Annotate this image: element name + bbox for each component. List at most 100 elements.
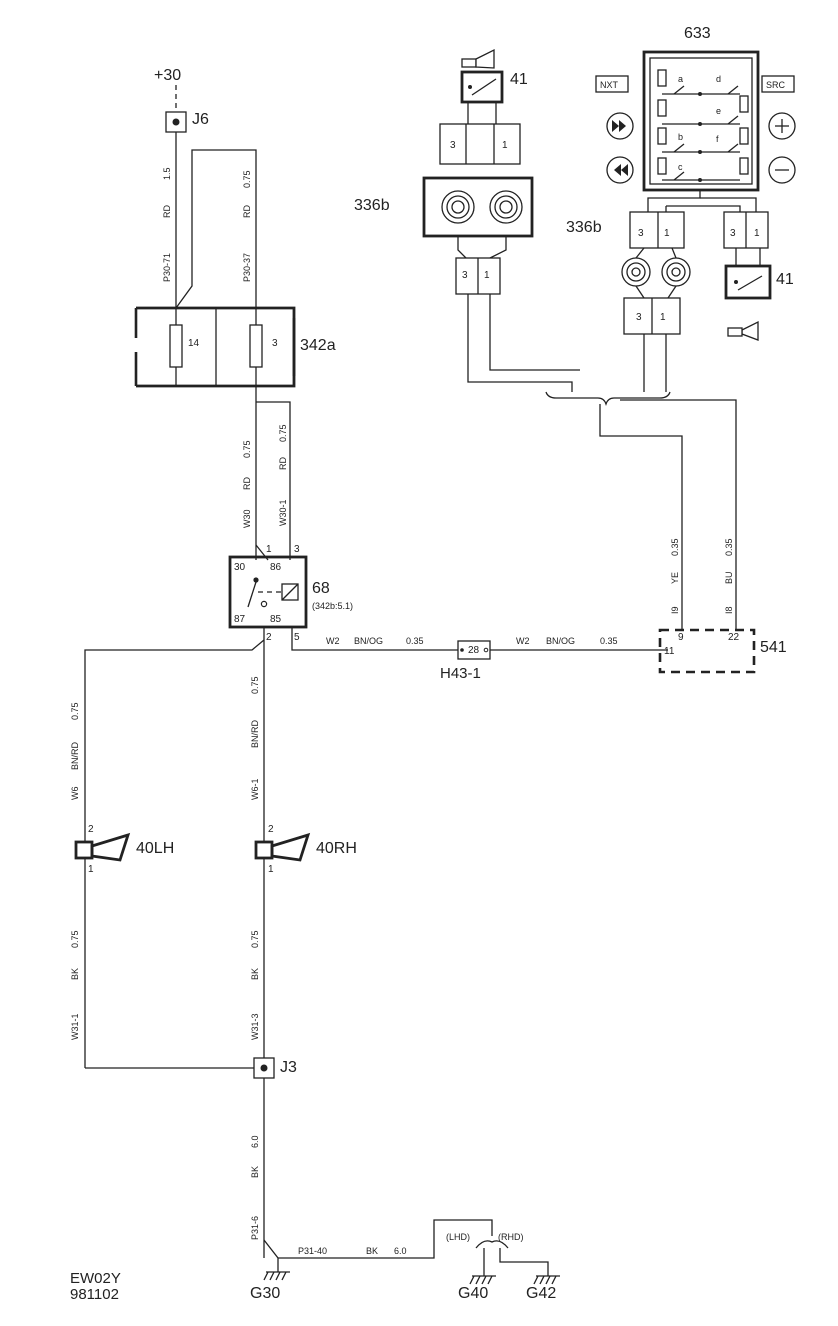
wire-w31-3-size: 0.75 xyxy=(250,930,260,948)
conn-b-top-pin1: 1 xyxy=(664,228,670,239)
conn-b-bot-pin3: 3 xyxy=(636,312,642,323)
conn-a-bot-pin1: 1 xyxy=(484,270,490,281)
horn-switch-b xyxy=(724,264,772,300)
wire-p31-40-id: P31-40 xyxy=(298,1246,327,1256)
horn-left-label: 40LH xyxy=(136,840,174,857)
connector-h43-label: H43-1 xyxy=(440,665,481,682)
horn-switch-connector-b xyxy=(723,211,769,249)
wire-w31-1-size: 0.75 xyxy=(70,930,80,948)
wire-p31-6-labels: 6.0 BK P31-6 xyxy=(250,1135,260,1240)
junction-j3-label: J3 xyxy=(280,1059,297,1076)
relay-pin-1: 1 xyxy=(266,544,272,555)
wire-p30-37-labels: 0.75 RD P30-37 xyxy=(242,170,252,282)
src-box xyxy=(761,75,795,93)
clock-spring-a-label: 336b xyxy=(354,197,390,214)
wire-bu-id: I8 xyxy=(724,606,734,614)
switch-f-letter: f xyxy=(716,134,719,144)
conn-a-bot-pin3: 3 xyxy=(462,270,468,281)
clock-spring-connector-a-bottom xyxy=(455,257,501,295)
wire-w6-1-color: BN/RD xyxy=(250,719,260,748)
horn-symbol-top-icon xyxy=(461,48,495,69)
clock-spring-b xyxy=(621,257,691,287)
wire-w6-1-labels: 0.75 BN/RD W6-1 xyxy=(250,676,260,800)
horn-left-pin-2: 2 xyxy=(88,824,94,835)
module-pin-22: 22 xyxy=(728,632,740,643)
wire-w31-3-color: BK xyxy=(250,968,260,980)
wire-w30-id: W30 xyxy=(242,509,252,528)
wire-p31-6-color: BK xyxy=(250,1166,260,1178)
wire-w6-1-id: W6-1 xyxy=(250,778,260,800)
ground-g40-icon xyxy=(469,1275,496,1285)
supply-label: +30 xyxy=(154,67,181,84)
wire-p30-71-id: P30-71 xyxy=(162,253,172,282)
wire-w6-color: BN/RD xyxy=(70,741,80,770)
wire-ye-size: 0.35 xyxy=(670,538,680,556)
conn-a-top-pin1: 1 xyxy=(502,140,508,151)
wire-w30-1-labels: 0.75 RD W30-1 xyxy=(278,424,288,526)
ground-g42-label: G42 xyxy=(526,1285,556,1302)
module-pin-11: 11 xyxy=(664,646,675,657)
clock-spring-a xyxy=(422,176,534,238)
nxt-label: NXT xyxy=(600,80,619,90)
ground-g42-icon xyxy=(533,1275,560,1285)
wire-w30-size: 0.75 xyxy=(242,440,252,458)
ground-g30-label: G30 xyxy=(250,1285,280,1302)
wiring xyxy=(84,85,737,1276)
ground-g40-label: G40 xyxy=(458,1285,488,1302)
module-541 xyxy=(658,628,756,674)
clock-spring-connector-b-bottom xyxy=(623,297,681,335)
lhd-label: (LHD) xyxy=(446,1232,470,1242)
wire-w30-labels: 0.75 RD W30 xyxy=(242,440,252,528)
wire-p31-40-color: BK xyxy=(366,1246,378,1256)
wire-w30-1-color: RD xyxy=(278,457,288,470)
relay-pin-30: 30 xyxy=(234,562,246,573)
horn-switch-a-label: 41 xyxy=(510,71,528,88)
relay-pin-86: 86 xyxy=(270,562,282,573)
nxt-box xyxy=(595,75,629,93)
switch-a-letter: a xyxy=(678,74,683,84)
conn-b-bot-pin1: 1 xyxy=(660,312,666,323)
switch-d-letter: d xyxy=(716,74,721,84)
wire-w31-3-labels: 0.75 BK W31-3 xyxy=(250,930,260,1040)
wire-w2-right-color: BN/OG xyxy=(546,636,575,646)
wire-w31-3-id: W31-3 xyxy=(250,1013,260,1040)
wire-ye-labels: 0.35 YE I9 xyxy=(670,538,680,614)
wire-w31-1-labels: 0.75 BK W31-1 xyxy=(70,930,80,1040)
conn-a-top-pin3: 3 xyxy=(450,140,456,151)
wire-w2-left-id: W2 xyxy=(326,636,340,646)
relay-pin-3: 3 xyxy=(294,544,300,555)
wire-w6-labels: 0.75 BN/RD W6 xyxy=(70,702,80,800)
switch-e-letter: e xyxy=(716,106,721,116)
wire-w31-1-id: W31-1 xyxy=(70,1013,80,1040)
wire-w30-1-id: W30-1 xyxy=(278,499,288,526)
connector-h43-pin: 28 xyxy=(468,645,480,656)
wire-w31-1-color: BK xyxy=(70,968,80,980)
fuse-box-label: 342a xyxy=(300,337,336,354)
fast-forward-icon xyxy=(606,112,634,140)
horn-symbol-bottom-icon xyxy=(727,320,759,341)
wire-w2-left-color: BN/OG xyxy=(354,636,383,646)
footer-code: EW02Y xyxy=(70,1270,121,1287)
wire-p30-37-size: 0.75 xyxy=(242,170,252,188)
connector-h43-1 xyxy=(457,640,491,660)
wire-p31-6-size: 6.0 xyxy=(250,1135,260,1148)
clock-spring-connector-a-top xyxy=(439,123,521,165)
wire-p30-37-color: RD xyxy=(242,205,252,218)
fuse-14-label: 14 xyxy=(188,338,200,349)
wire-p31-40-size: 6.0 xyxy=(394,1246,407,1256)
wire-p31-6-id: P31-6 xyxy=(250,1216,260,1240)
junction-j3 xyxy=(253,1057,275,1079)
wire-ye-id: I9 xyxy=(670,606,680,614)
ground-g30-icon xyxy=(263,1271,290,1281)
wire-p30-71-color: RD xyxy=(162,205,172,218)
horn-right-label: 40RH xyxy=(316,840,357,857)
steering-switch-633 xyxy=(642,50,760,192)
horn-left-pin-1: 1 xyxy=(88,864,94,875)
wire-bu-labels: 0.35 BU I8 xyxy=(724,538,734,614)
horn-switch-b-label: 41 xyxy=(776,271,794,288)
horn-left xyxy=(74,832,131,862)
wire-bu-size: 0.35 xyxy=(724,538,734,556)
switch-b-letter: b xyxy=(678,132,683,142)
wire-ye-color: YE xyxy=(670,572,680,584)
